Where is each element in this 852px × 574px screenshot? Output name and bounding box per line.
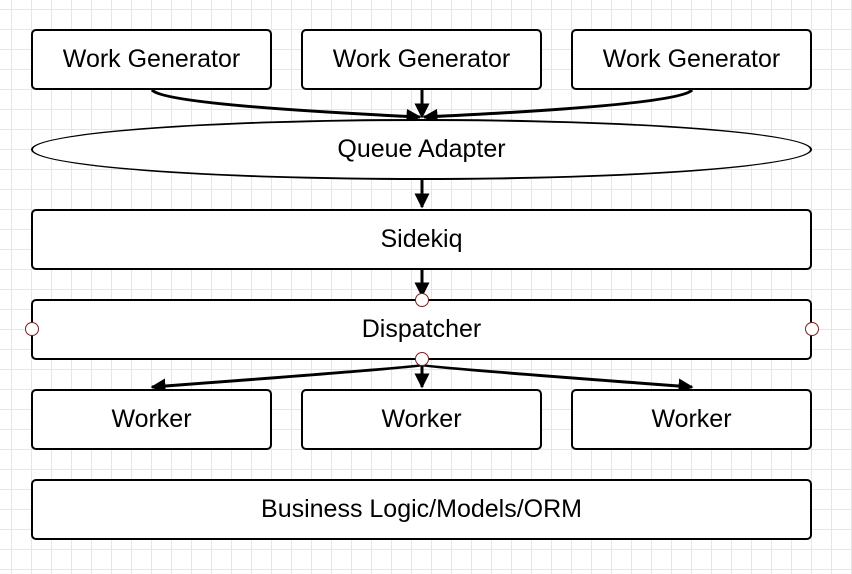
connection-handle-top[interactable] — [415, 293, 429, 307]
business-logic-node[interactable]: Business Logic/Models/ORM — [31, 479, 812, 540]
sidekiq-node[interactable]: Sidekiq — [31, 209, 812, 270]
edge-dispatcher-to-worker-3[interactable] — [420, 363, 694, 394]
worker-node-3[interactable]: Worker — [571, 389, 812, 450]
edge-generator-3-to-queue[interactable] — [422, 88, 694, 124]
worker-node-1[interactable]: Worker — [31, 389, 272, 450]
connection-handle-right[interactable] — [805, 322, 819, 336]
dispatcher-node[interactable]: Dispatcher — [31, 299, 812, 360]
work-generator-node-2[interactable]: Work Generator — [301, 29, 542, 90]
edge-dispatcher-to-worker-1[interactable] — [150, 363, 424, 394]
worker-node-2[interactable]: Worker — [301, 389, 542, 450]
queue-adapter-node[interactable]: Queue Adapter — [31, 119, 812, 180]
edge-generator-1-to-queue[interactable] — [150, 88, 422, 124]
work-generator-node-1[interactable]: Work Generator — [31, 29, 272, 90]
work-generator-node-3[interactable]: Work Generator — [571, 29, 812, 90]
connection-handle-left[interactable] — [25, 322, 39, 336]
connection-handle-bottom[interactable] — [415, 352, 429, 366]
